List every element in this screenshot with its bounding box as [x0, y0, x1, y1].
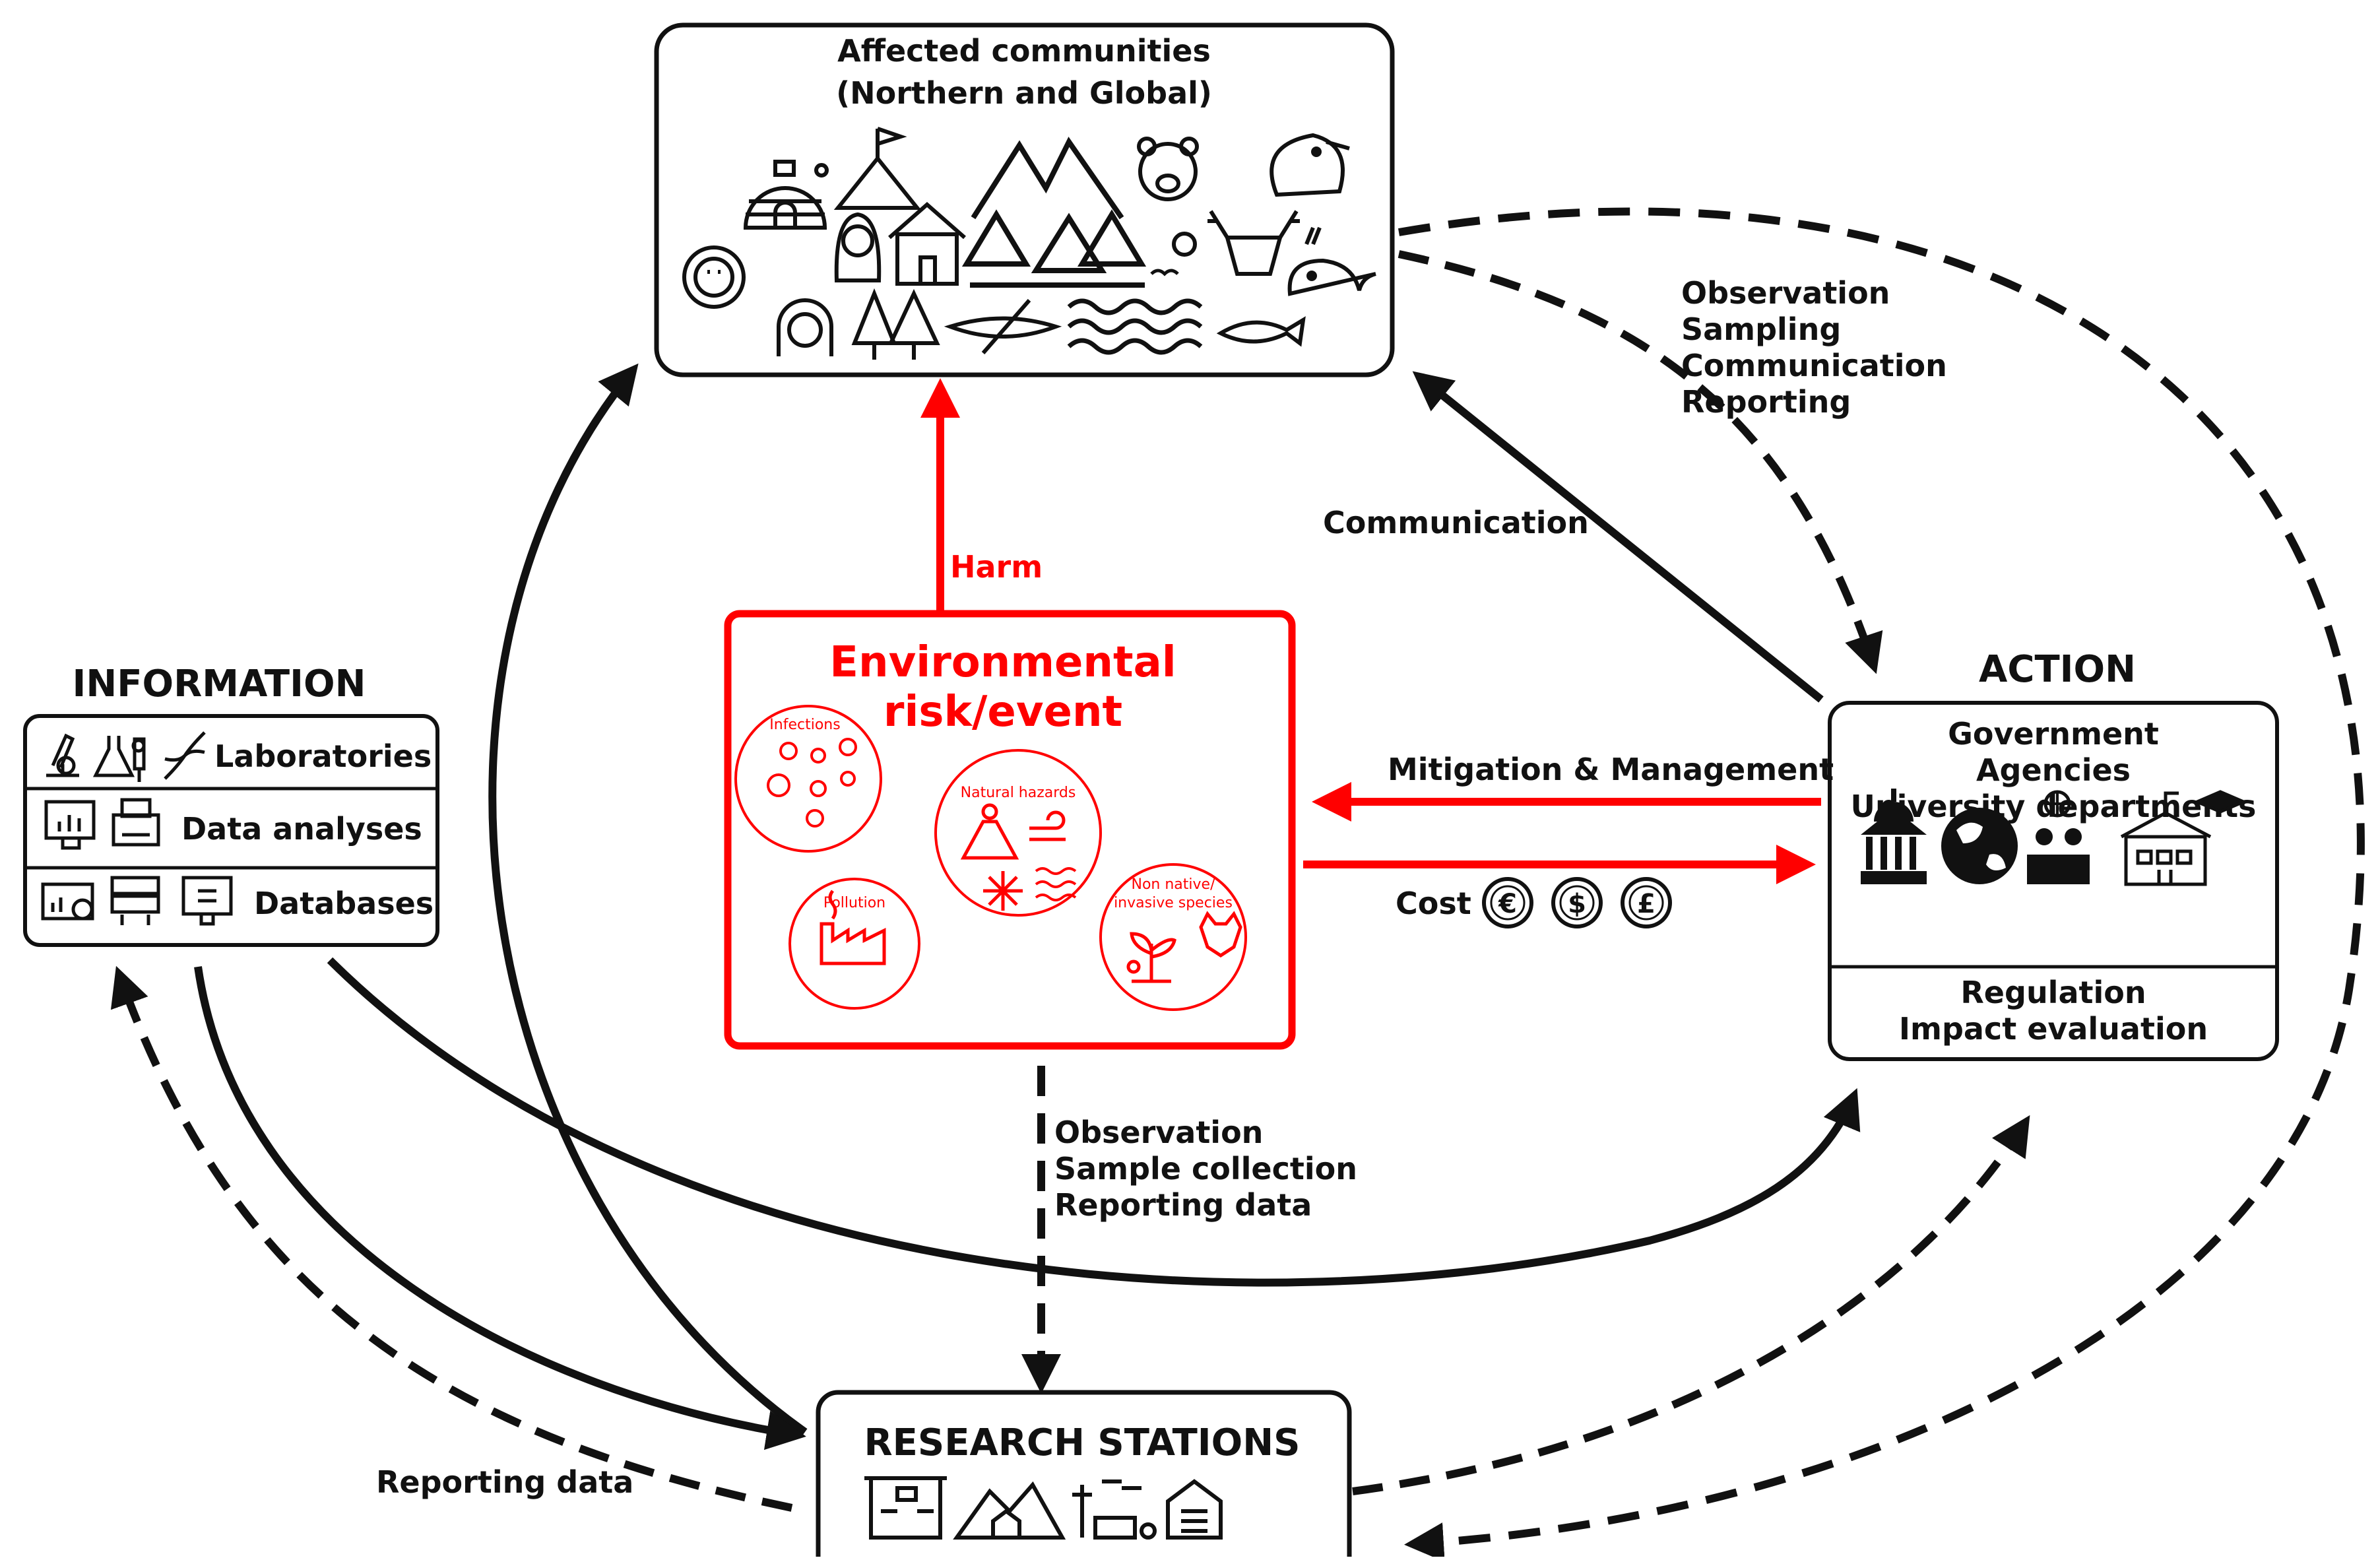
natural-hazards-label: Natural hazards	[961, 785, 1076, 801]
label-obs-center-1: Observation	[1054, 1115, 1263, 1150]
mountain-house-icon	[953, 1481, 1066, 1540]
label-reporting-data: Reporting data	[376, 1464, 633, 1500]
fox-icon	[1199, 911, 1242, 958]
euro-symbol: €	[1498, 889, 1517, 919]
station-building-icon	[864, 1476, 947, 1540]
mountain-flag-icon	[833, 127, 922, 210]
arrow-communities-to-stations-dashed	[1398, 207, 2365, 1560]
label-obs-center-2: Sample collection	[1054, 1151, 1357, 1186]
woman-icon	[834, 212, 882, 282]
info-row-laboratories: Laboratories	[214, 738, 432, 774]
small-bird-icon	[1150, 269, 1179, 276]
arrow-information-to-action	[327, 957, 1861, 1287]
waves-icon	[1067, 298, 1203, 355]
dollar-symbol: $	[1568, 889, 1586, 919]
flood-icon	[1035, 867, 1077, 901]
affected-communities-box: Affected communities (Northern and Globa…	[654, 22, 1395, 377]
arrow-stations-to-action-dashed	[1352, 1115, 2030, 1495]
arrow-action-to-communities	[1412, 371, 1824, 703]
action-line-government: Government	[1948, 716, 2159, 752]
kayak-icon	[944, 299, 1062, 354]
house-icon	[888, 202, 966, 286]
igloo-icon	[743, 160, 829, 230]
dollar-icon: $	[1551, 877, 1603, 928]
cabin-icon	[1166, 1479, 1223, 1540]
server-icon	[110, 876, 160, 925]
euro-icon: €	[1482, 877, 1533, 928]
label-obs-right-1: Observation	[1681, 275, 1890, 311]
invasive-label-line1: Non native/	[1132, 876, 1216, 893]
label-obs-right-3: Communication	[1681, 348, 1947, 383]
database-monitor-icon	[181, 876, 233, 926]
pine-trees-icon	[851, 288, 940, 360]
university-icon	[2120, 790, 2248, 886]
arrow-stations-to-communities	[488, 363, 808, 1435]
arrow-stations-to-information-dashed	[110, 965, 793, 1512]
desk-meeting-icon	[2027, 790, 2090, 884]
label-harm: Harm	[950, 549, 1043, 585]
microscope-icon	[46, 733, 79, 777]
label-obs-right-4: Reporting	[1681, 384, 1851, 420]
label-mitigation: Mitigation & Management	[1388, 752, 1834, 787]
inuit-person-2-icon	[777, 298, 833, 356]
label-communication: Communication	[1323, 505, 1589, 540]
dna-icon	[164, 731, 206, 780]
information-title: INFORMATION	[73, 663, 366, 705]
affected-title-line1: Affected communities	[837, 33, 1211, 69]
virus-icon	[767, 738, 857, 828]
bear-icon	[1137, 137, 1199, 201]
environmental-risk-box: Environmental risk/event Infections Natu…	[724, 610, 1296, 1050]
arrow-communities-to-action-dashed	[1398, 250, 1883, 674]
action-panel: ACTION Government Agencies University de…	[1828, 648, 2279, 1061]
risk-title-line2: risk/event	[884, 688, 1122, 736]
label-obs-center-3: Reporting data	[1054, 1187, 1312, 1223]
infections-label: Infections	[769, 717, 840, 733]
label-obs-right-2: Sampling	[1681, 311, 1841, 347]
action-footer-regulation: Regulation	[1960, 975, 2146, 1010]
whale-icon	[1287, 226, 1376, 296]
chart-monitor-icon	[44, 800, 96, 850]
pollution-circle: Pollution	[788, 878, 920, 1010]
infections-circle: Infections	[734, 705, 882, 853]
risk-title-line1: Environmental	[829, 638, 1176, 687]
station-antenna-icon	[1072, 1479, 1157, 1540]
printer-icon	[112, 798, 160, 847]
wind-icon	[1029, 810, 1066, 841]
fish-icon	[1216, 316, 1306, 347]
pound-symbol: £	[1637, 889, 1656, 919]
ring-icon	[1172, 232, 1197, 257]
action-footer-impact: Impact evaluation	[1899, 1011, 2208, 1047]
factory-icon	[820, 890, 886, 965]
label-cost: Cost	[1396, 886, 1471, 921]
action-title: ACTION	[1979, 648, 2136, 691]
syringe-icon	[133, 737, 146, 782]
invasive-species-circle: Non native/ invasive species	[1099, 863, 1247, 1011]
action-line-university: University departments	[1851, 789, 2257, 824]
arrow-information-to-stations	[194, 966, 806, 1450]
action-line-agencies: Agencies	[1976, 752, 2131, 788]
info-row-data-analyses: Data analyses	[181, 811, 422, 847]
capitol-icon	[1861, 789, 1927, 884]
snowflake-icon	[983, 871, 1023, 911]
inuit-person-icon	[682, 245, 746, 309]
natural-hazards-circle: Natural hazards	[934, 749, 1102, 917]
invasive-label-line2: invasive species	[1114, 895, 1233, 911]
plant-icon	[1126, 932, 1176, 983]
forest-mountains-icon	[961, 137, 1147, 288]
research-stations-box: RESEARCH STATIONS	[816, 1390, 1352, 1560]
pound-icon: £	[1621, 877, 1672, 928]
information-panel: INFORMATION Laboratories Data ana	[23, 663, 439, 947]
bird-icon	[1270, 133, 1350, 197]
volcano-icon	[960, 803, 1019, 860]
search-monitor-icon	[41, 882, 94, 921]
info-row-databases: Databases	[254, 886, 434, 921]
reindeer-icon	[1207, 210, 1300, 276]
affected-title-line2: (Northern and Global)	[836, 75, 1212, 111]
globe-icon	[1941, 808, 2018, 884]
research-stations-title: RESEARCH STATIONS	[864, 1421, 1301, 1464]
